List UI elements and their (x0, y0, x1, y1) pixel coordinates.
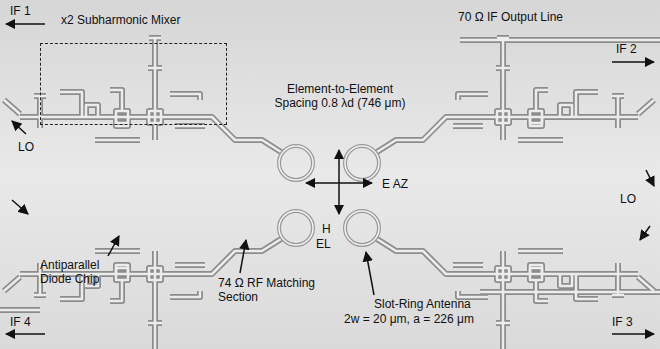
port-label: IF 1 (10, 4, 31, 18)
label-holder: LO (18, 140, 34, 154)
part-label: Slot-Ring Antenna (374, 297, 471, 311)
label-holder: H (322, 222, 331, 236)
line-label: 70 Ω IF Output Line (458, 10, 563, 24)
polarization-label: EL (316, 237, 331, 251)
dashed-group-box: x2 Subharmonic Mixer (40, 43, 227, 125)
label-holder: IF 1 (10, 4, 31, 18)
part-label: Antiparallel Diode Chip (40, 258, 132, 286)
label-holder: 2w = 20 μm, a = 226 μm (344, 312, 474, 326)
label-holder: 74 Ω RF Matching Section (218, 276, 322, 304)
label-holder: x2 Subharmonic Mixer (61, 13, 180, 27)
polarization-label: H (322, 222, 331, 236)
group-title: x2 Subharmonic Mixer (61, 13, 180, 27)
dimension-label: 2w = 20 μm, a = 226 μm (344, 312, 474, 326)
label-holder: LO (620, 192, 636, 206)
label-holder: Slot-Ring Antenna (374, 297, 471, 311)
label-holder: EL (316, 237, 331, 251)
port-label: IF 2 (616, 42, 637, 56)
label-holder: Antiparallel Diode Chip (40, 258, 132, 286)
label-holder: IF 4 (10, 315, 31, 329)
part-label: 74 Ω RF Matching Section (218, 276, 322, 304)
polarization-label: E AZ (382, 177, 408, 191)
label-holder: E AZ (382, 177, 408, 191)
port-label: IF 3 (612, 315, 633, 329)
label-holder: IF 2 (616, 42, 637, 56)
port-label: LO (18, 140, 34, 154)
label-holder: 70 Ω IF Output Line (458, 10, 563, 24)
port-label: LO (620, 192, 636, 206)
port-label: IF 4 (10, 315, 31, 329)
label-holder: IF 3 (612, 315, 633, 329)
dimension-label: Element-to-Element Spacing 0.8 λd (746 μ… (265, 82, 415, 110)
label-holder: Element-to-Element Spacing 0.8 λd (746 μ… (265, 82, 415, 110)
